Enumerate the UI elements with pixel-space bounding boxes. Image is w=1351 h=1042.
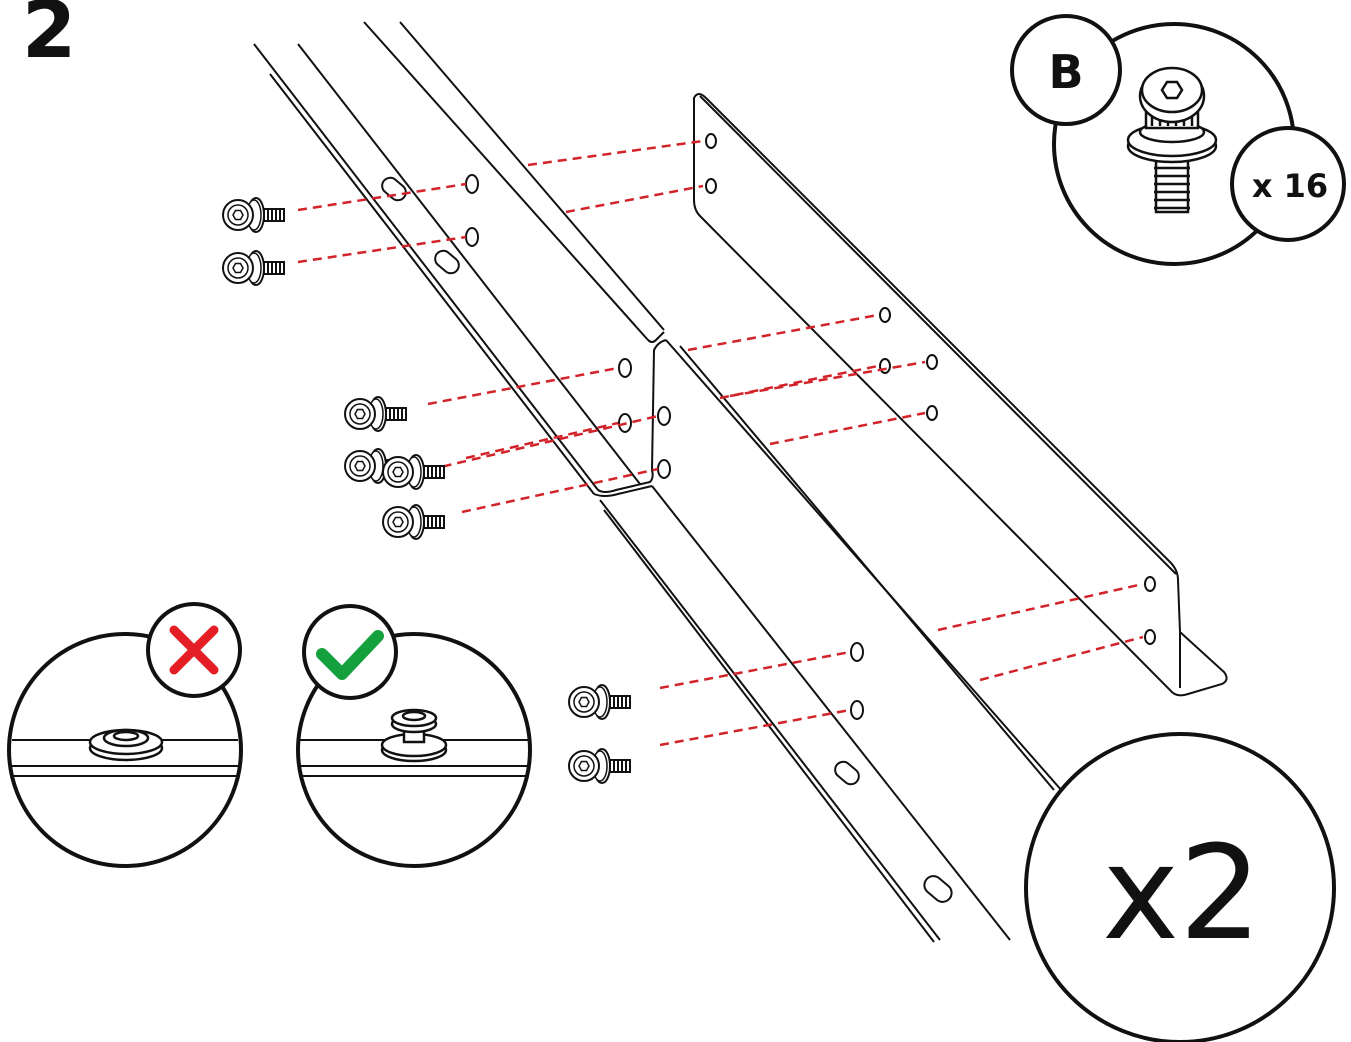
flush-bolt-icon	[88, 728, 164, 762]
correct-detail	[296, 604, 532, 868]
hex-socket-bolt-icon	[222, 250, 285, 286]
hex-socket-bolt-icon	[568, 748, 631, 784]
check-mark-icon	[316, 630, 384, 680]
hex-socket-bolt-icon	[382, 504, 445, 540]
hex-socket-bolt-icon	[568, 684, 631, 720]
multiplier-callout: x2	[1024, 732, 1336, 1042]
rail-holes	[381, 174, 953, 903]
part-quantity: x 16	[1252, 167, 1328, 205]
hex-socket-bolt-icon	[382, 454, 445, 490]
cross-mark-icon	[169, 625, 219, 675]
hex-socket-bolt-icon	[1126, 66, 1218, 214]
hardware-callout: B x 16	[1010, 14, 1346, 266]
step-number: 2	[22, 0, 77, 76]
raised-bolt-icon	[380, 708, 448, 763]
angle-bracket	[693, 93, 1228, 697]
part-letter: B	[1048, 45, 1083, 99]
hex-socket-bolt-icon	[344, 396, 407, 432]
incorrect-detail	[7, 602, 243, 868]
multiplier-text: x2	[1102, 817, 1262, 969]
hex-socket-bolt-icon	[222, 197, 285, 233]
bracket-holes	[705, 133, 1156, 645]
alignment-guides	[297, 139, 1144, 747]
